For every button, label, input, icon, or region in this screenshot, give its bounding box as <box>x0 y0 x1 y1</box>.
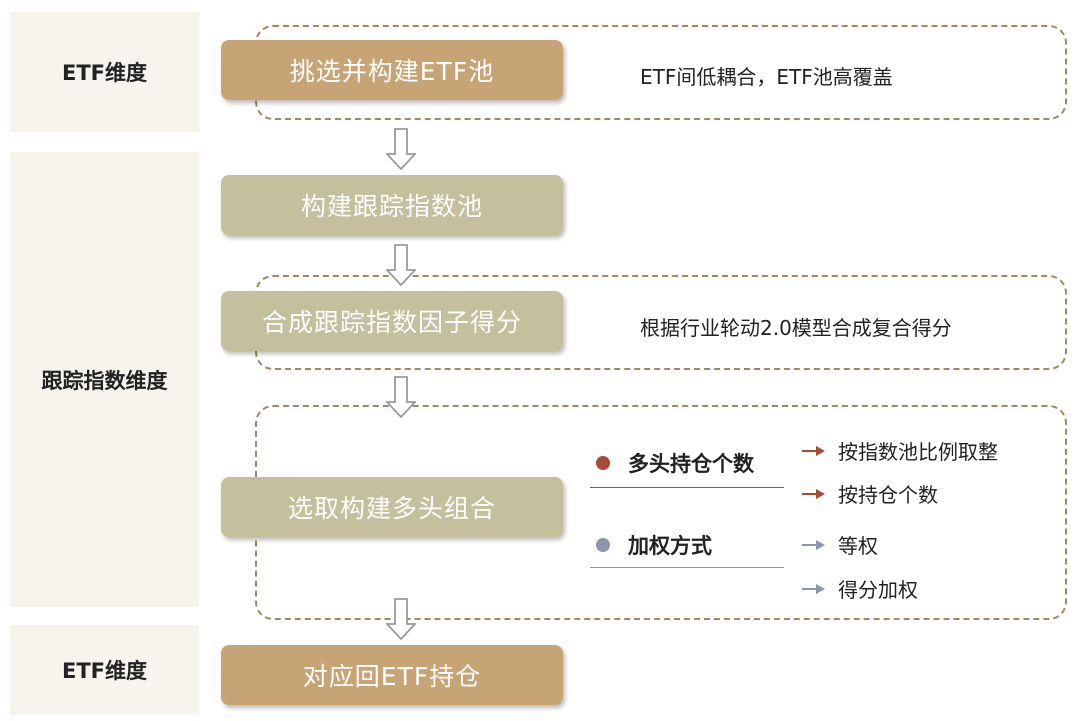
flow-arrow-down-icon <box>386 376 416 418</box>
arrow-right-icon <box>802 583 825 594</box>
step-select-long-portfolio-label: 选取构建多头组合 <box>287 494 496 523</box>
dimension-index-label: 跟踪指数维度 <box>41 368 168 393</box>
score-note: 根据行业轮动2.0模型合成复合得分 <box>640 316 952 340</box>
step-synth-factor-score-label: 合成跟踪指数因子得分 <box>261 308 522 337</box>
step-map-back-etf: 对应回ETF持仓 <box>221 645 563 705</box>
step-select-long-portfolio: 选取构建多头组合 <box>221 477 563 537</box>
weighting-option: 得分加权 <box>802 574 918 603</box>
dimension-etf-bottom-label: ETF维度 <box>61 659 147 683</box>
long-count-label: 多头持仓个数 <box>628 452 754 476</box>
weighting-option-label: 等权 <box>838 534 878 558</box>
dimension-etf-top-label: ETF维度 <box>61 61 147 85</box>
step-map-back-etf-label: 对应回ETF持仓 <box>302 662 482 691</box>
arrow-right-icon <box>802 488 825 499</box>
weighting-label: 加权方式 <box>628 534 712 558</box>
dimension-etf-top: ETF维度 <box>10 12 199 132</box>
step-pick-etf-pool-label: 挑选并构建ETF池 <box>289 57 495 86</box>
arrow-right-icon <box>802 539 825 550</box>
step-build-index-pool: 构建跟踪指数池 <box>221 175 563 235</box>
weighting-option-label: 得分加权 <box>838 578 918 602</box>
long-count-option: 按持仓个数 <box>802 479 938 508</box>
etf-pool-note: ETF间低耦合，ETF池高覆盖 <box>640 65 893 89</box>
long-count-option-label: 按持仓个数 <box>838 483 938 507</box>
flow-arrow-down-icon <box>386 128 416 170</box>
arrow-right-icon <box>802 445 825 456</box>
step-synth-factor-score: 合成跟踪指数因子得分 <box>221 291 563 351</box>
weighting-dot-icon <box>596 538 610 552</box>
flow-arrow-down-icon <box>386 598 416 640</box>
weighting-divider <box>590 567 784 568</box>
step-pick-etf-pool: 挑选并构建ETF池 <box>221 40 563 100</box>
long-count-option-label: 按指数池比例取整 <box>838 440 998 464</box>
long-count-divider <box>590 487 784 488</box>
flow-arrow-down-icon <box>386 244 416 286</box>
long-count-option: 按指数池比例取整 <box>802 436 998 465</box>
weighting-option: 等权 <box>802 530 878 559</box>
dimension-index: 跟踪指数维度 <box>10 152 199 607</box>
weighting-heading: 加权方式 <box>596 530 712 560</box>
long-count-heading: 多头持仓个数 <box>596 448 754 478</box>
dimension-etf-bottom: ETF维度 <box>10 625 199 715</box>
step-build-index-pool-label: 构建跟踪指数池 <box>300 192 483 221</box>
long-count-dot-icon <box>596 456 610 470</box>
